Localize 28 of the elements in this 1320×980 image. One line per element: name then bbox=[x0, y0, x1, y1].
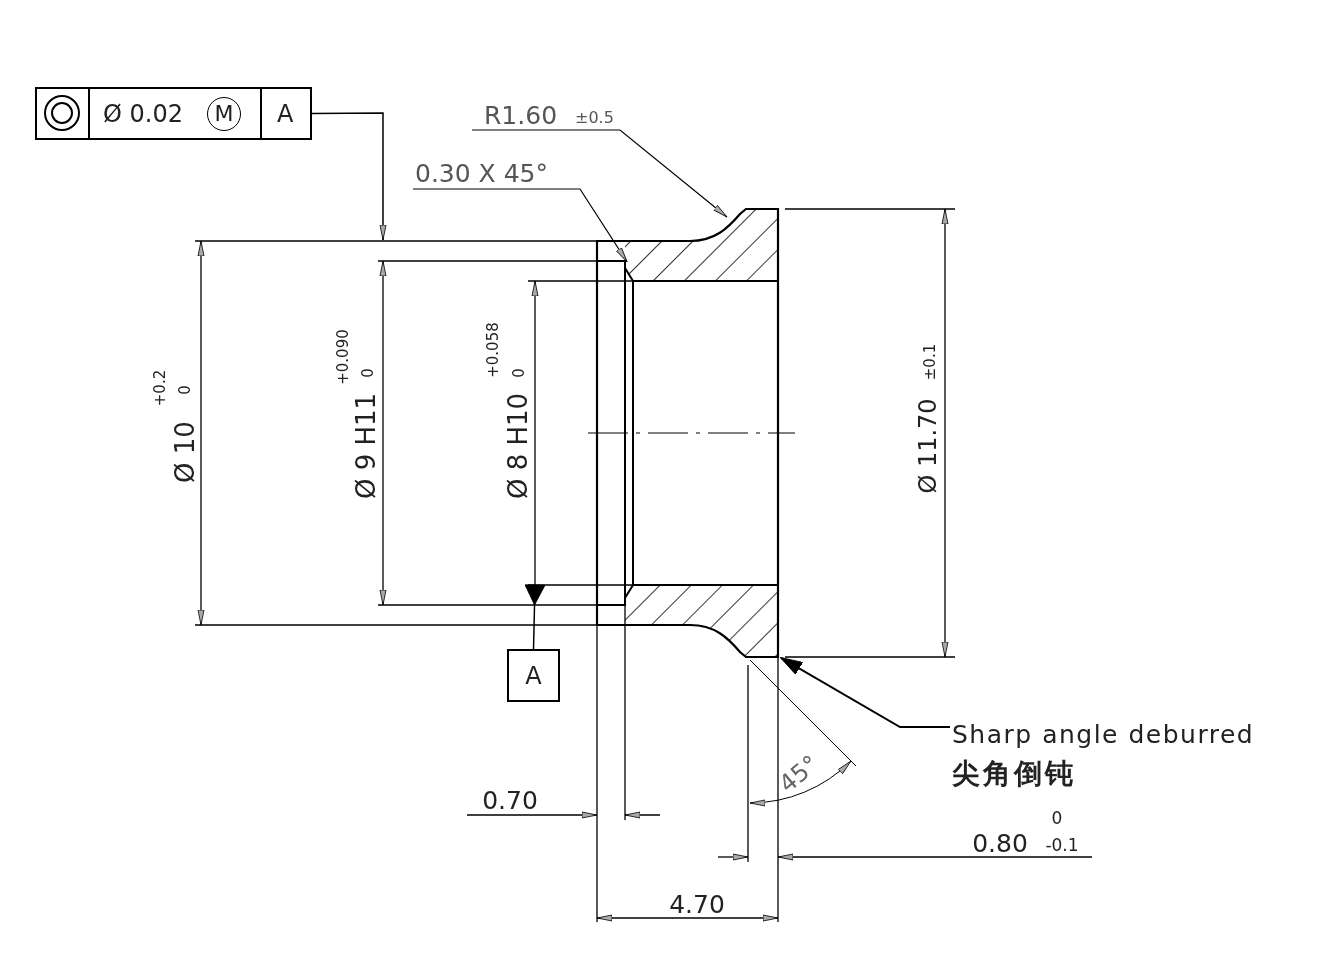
dimension-text: 0.70 bbox=[482, 787, 538, 813]
dimension-text: 0.30 X 45° bbox=[415, 161, 548, 186]
leader-line bbox=[471, 129, 728, 218]
dimension-text: Ø 9 H11 bbox=[353, 392, 379, 500]
tolerance-text: +0.090 bbox=[335, 329, 351, 385]
dimension-text: Ø 11.70 bbox=[916, 398, 940, 494]
datum-reference: A bbox=[277, 102, 294, 126]
dimension-text: 0.80 bbox=[972, 830, 1028, 856]
tolerance-text: -0.1 bbox=[1045, 836, 1079, 854]
tolerance-text: ±0.5 bbox=[575, 110, 614, 126]
dimension-text: Ø 8 H10 bbox=[505, 392, 531, 500]
note-text: Sharp angle deburred bbox=[952, 722, 1255, 747]
leader-line bbox=[779, 656, 951, 729]
datum-leader bbox=[524, 584, 546, 650]
tolerance-text: +0.058 bbox=[485, 322, 501, 378]
angle-text: 45° bbox=[775, 751, 823, 797]
datum-box: A bbox=[507, 649, 560, 702]
tolerance-text: 0 bbox=[1051, 809, 1063, 827]
note-text: 尖角倒钝 bbox=[952, 760, 1076, 788]
tolerance-text: 0 bbox=[177, 385, 193, 395]
tolerance-text: 0 bbox=[360, 368, 376, 378]
tolerance-value: Ø 0.02 bbox=[103, 102, 183, 126]
dimension-text: 4.70 bbox=[669, 891, 725, 917]
tolerance-text: +0.2 bbox=[152, 369, 168, 407]
tolerance-text: ±0.1 bbox=[922, 343, 938, 381]
tolerance-text: 0 bbox=[511, 368, 527, 378]
dimension-text: Ø 10 bbox=[172, 421, 198, 483]
dimension-text: R1.60 bbox=[484, 103, 558, 128]
